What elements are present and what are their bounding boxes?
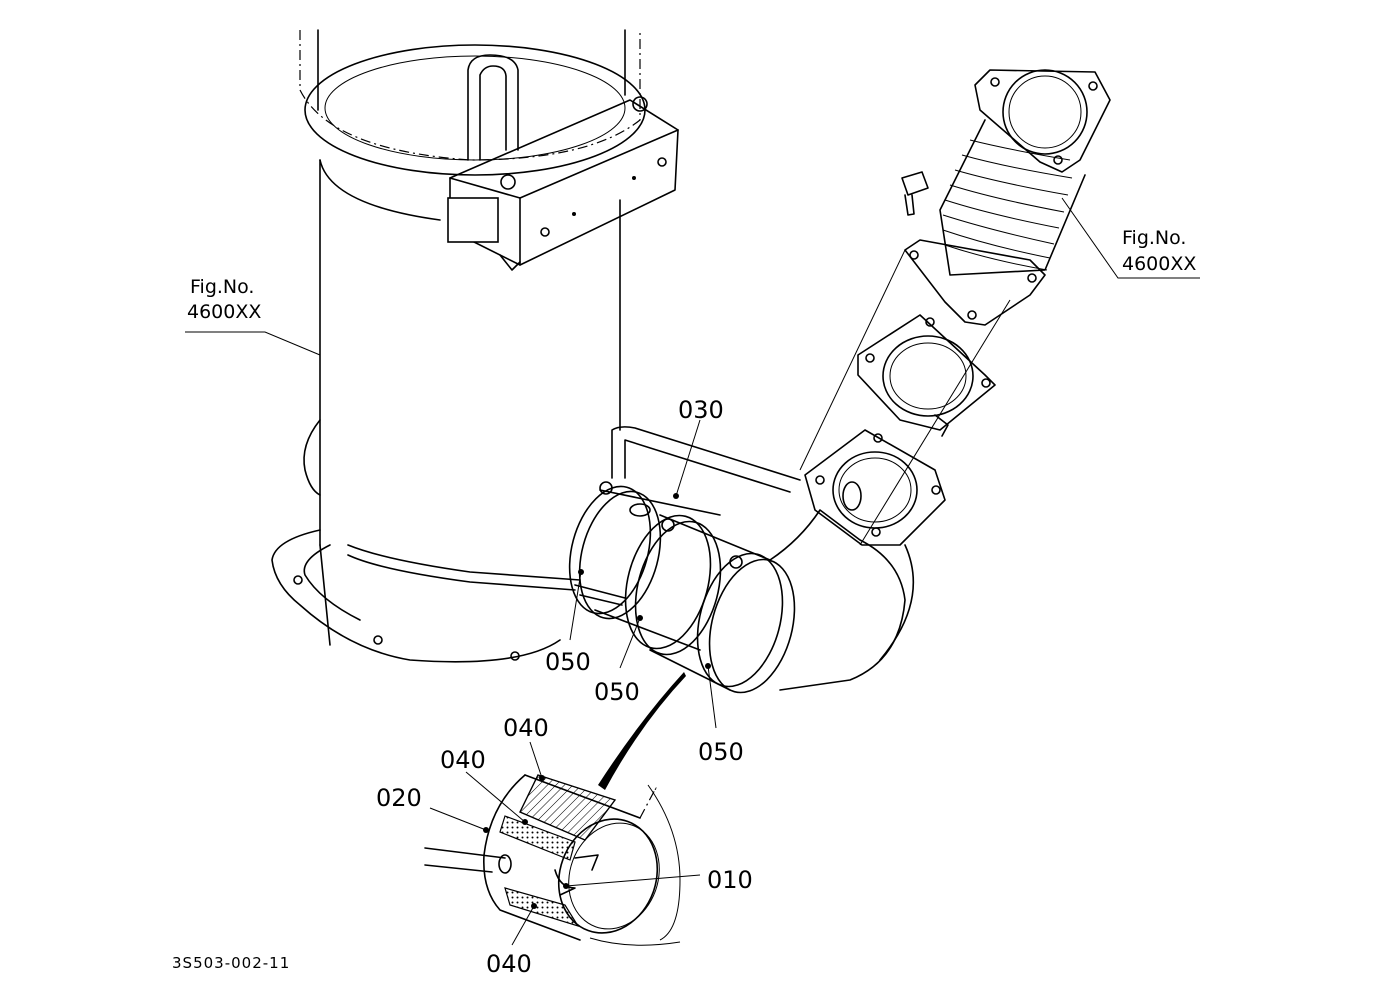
figure-reference-right: Fig.No. 4600XX [1122,227,1196,275]
label-050-b: 050 [594,678,640,706]
label-040-left: 040 [440,746,486,774]
figref-left-line1: Fig.No. [190,276,254,298]
leader-lines [185,197,1200,946]
figref-right-line1: Fig.No. [1122,227,1186,249]
label-040-bottom: 040 [486,950,532,978]
bellows-ribs [942,139,1073,271]
label-020: 020 [376,784,422,812]
label-050-c: 050 [698,738,744,766]
figure-reference-left: Fig.No. 4600XX [187,276,261,323]
label-040-top: 040 [503,714,549,742]
filter-section-exploded-detail [424,672,686,946]
filter-section-assembly [568,426,915,694]
drawing-code: 3S503-002-11 [172,954,290,972]
exhaust-pipe-assembly [799,69,1111,546]
label-050-a: 050 [545,648,591,676]
figref-right-line2: 4600XX [1122,253,1196,275]
figref-left-line2: 4600XX [187,301,261,323]
label-010: 010 [707,866,753,894]
dpf-canister [271,29,679,663]
label-030: 030 [678,396,724,424]
